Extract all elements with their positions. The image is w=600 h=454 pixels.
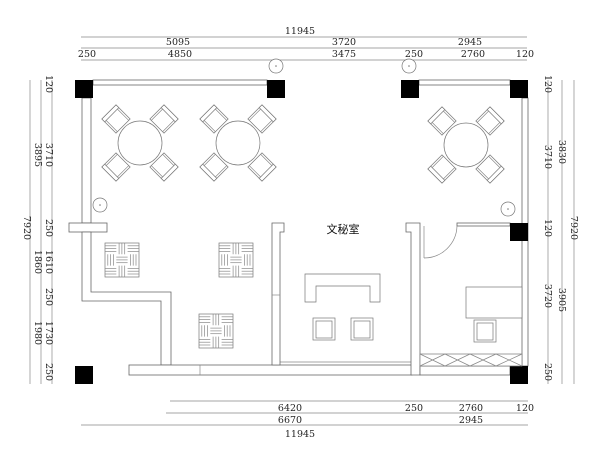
chair: [101, 104, 131, 134]
dim-top-row3: 2760: [461, 49, 485, 60]
chair: [247, 104, 277, 134]
secretary-desk: [304, 273, 381, 303]
dimension-lines: [29, 36, 575, 426]
dim-right-row3: 120: [542, 219, 553, 237]
chair: [199, 152, 229, 182]
dim-left-row2: 1980: [32, 321, 43, 345]
chair: [149, 104, 179, 134]
parquet-rug: [104, 242, 140, 278]
dim-right-row3: 250: [542, 363, 553, 381]
round-table: [117, 120, 163, 166]
dim-left-row3: 1610: [43, 250, 54, 274]
dim-bottom-row1: 6420: [278, 403, 302, 414]
dim-top-row2: 3720: [332, 37, 356, 48]
parquet-rug: [218, 242, 254, 278]
dim-bottom-row1: 2760: [459, 403, 483, 414]
potted-plant-icon: [401, 58, 417, 74]
office-desk: [465, 286, 523, 319]
dim-top-row2: 2945: [458, 37, 482, 48]
dim-top-row3: 3475: [332, 49, 356, 60]
door: [423, 225, 458, 259]
chair: [149, 152, 179, 182]
round-table: [215, 120, 261, 166]
dim-top-row3: 120: [516, 49, 534, 60]
dim-left-row3: 250: [43, 288, 54, 306]
potted-plant-icon: [500, 201, 516, 217]
round-table: [443, 122, 489, 168]
dim-bottom-total: 11945: [285, 429, 315, 440]
dim-right-row3: 120: [542, 75, 553, 93]
chair: [199, 104, 229, 134]
dim-left-total: 7920: [21, 216, 32, 240]
dim-top-total: 11945: [285, 26, 315, 37]
chair: [427, 106, 457, 136]
potted-plant-icon: [268, 58, 284, 74]
dim-left-row3: 3710: [43, 143, 54, 167]
dim-left-row3: 1730: [43, 321, 54, 345]
dim-bottom-row1: 120: [516, 403, 534, 414]
chair: [247, 152, 277, 182]
room-label-secretary: 文秘室: [327, 222, 360, 236]
potted-plant-icon: [92, 197, 108, 213]
dim-right-row3: 3710: [542, 145, 553, 169]
dim-left-row3: 250: [43, 219, 54, 237]
dim-bottom-row2: 2945: [459, 415, 483, 426]
dim-bottom-row2: 6670: [278, 415, 302, 426]
armchair: [473, 319, 497, 343]
dim-top-row3: 4850: [168, 49, 192, 60]
dim-left-row2: 1860: [32, 250, 43, 274]
dim-left-row3: 120: [43, 75, 54, 93]
furniture: [92, 58, 516, 349]
armchair: [312, 317, 336, 341]
dim-top-row3: 250: [405, 49, 423, 60]
dim-top-row2: 5095: [166, 37, 190, 48]
dim-left-row2: 3895: [32, 143, 43, 167]
dim-right-row2: 3905: [556, 288, 567, 312]
dim-left-row3: 250: [43, 363, 54, 381]
parquet-rug: [198, 313, 234, 349]
chair: [475, 154, 505, 184]
dim-right-row3: 3720: [542, 284, 553, 308]
dim-right-row2: 3830: [556, 140, 567, 164]
dim-top-row3: 250: [78, 49, 96, 60]
chair: [101, 152, 131, 182]
chair: [475, 106, 505, 136]
storage-cabinet: [419, 353, 523, 367]
armchair: [350, 317, 374, 341]
dim-bottom-row1: 250: [405, 403, 423, 414]
chair: [427, 154, 457, 184]
dim-right-total: 7920: [568, 216, 579, 240]
columns: [75, 80, 528, 384]
